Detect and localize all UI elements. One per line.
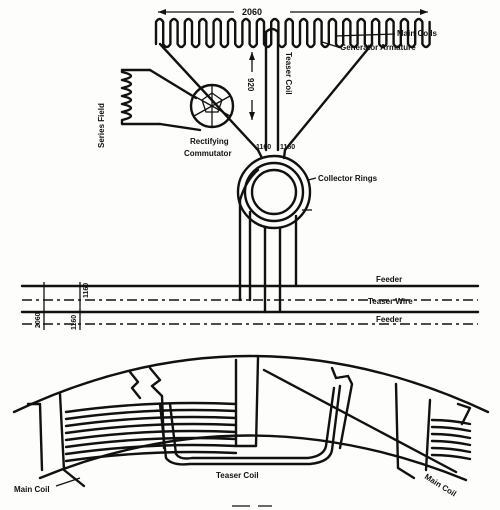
- armature-leader: [321, 41, 339, 48]
- feeder-top-label: Feeder: [376, 275, 402, 284]
- series-field-label: Series Field: [97, 103, 106, 148]
- series-field-winding: [120, 68, 202, 132]
- main-coil-left-winding: [64, 401, 238, 463]
- collector-rings: [236, 148, 317, 230]
- main-coil-left-label: Main Coil: [14, 485, 50, 494]
- teaser-coil-bottom: [158, 368, 458, 474]
- coil-conductor: [64, 436, 238, 449]
- coil-conductor: [64, 422, 238, 435]
- ring-leads: [238, 168, 298, 314]
- coil-conductor: [430, 425, 472, 433]
- coil-conductor: [64, 401, 238, 414]
- main-coils-winding: [154, 17, 431, 49]
- main-coil-left-leader: [55, 477, 81, 487]
- coil-conductor: [64, 415, 238, 428]
- left-volt-upper: 1160: [83, 283, 90, 298]
- armature-core-arc: [12, 354, 490, 488]
- coil-conductor: [64, 450, 238, 463]
- teaser-coil-vertical-label: Teaser Coil: [284, 52, 293, 95]
- collector-rings-label: Collector Rings: [318, 174, 378, 183]
- coil-conductor: [64, 429, 238, 442]
- transmission-lines: [20, 284, 480, 325]
- main-coil-right-label: Main Coil: [423, 472, 458, 498]
- ring-voltage-left: 1160: [256, 144, 271, 151]
- coil-conductor: [430, 418, 472, 426]
- teaser-coil-vertical: [264, 27, 280, 152]
- ring-voltage-right: 1160: [280, 144, 295, 151]
- generator-armature-label: Generator Armature: [340, 43, 416, 52]
- rectifying-label: Rectifying: [190, 137, 229, 146]
- teaser-dimension-line: [249, 52, 255, 120]
- coil-conductor: [64, 408, 238, 421]
- line-voltage-marks: [43, 282, 81, 330]
- coil-conductor: [430, 453, 472, 461]
- bottom-teaser-coil-label: Teaser Coil: [216, 471, 259, 480]
- teaser-wire-label: Teaser Wire: [368, 297, 413, 306]
- rectifying-commutator: [189, 83, 235, 129]
- left-volt-lower: 1160: [71, 315, 78, 330]
- top-dimension-label: 2060: [242, 7, 262, 17]
- teaser-dimension-label: 920: [246, 78, 255, 92]
- armature-leads: [158, 42, 374, 152]
- main-coils-leader: [334, 33, 396, 37]
- main-coil-right-winding: [430, 418, 472, 461]
- left-volt-total: 2060: [35, 312, 42, 328]
- main-coils-label: Main Coils: [397, 29, 438, 38]
- commutator-label: Commutator: [184, 149, 232, 158]
- coil-conductor: [430, 432, 472, 440]
- top-dimension-line: [158, 9, 428, 15]
- feeder-bottom-label: Feeder: [376, 315, 402, 324]
- coil-conductor: [430, 439, 472, 447]
- coil-conductor: [64, 443, 238, 456]
- coil-conductor: [430, 446, 472, 454]
